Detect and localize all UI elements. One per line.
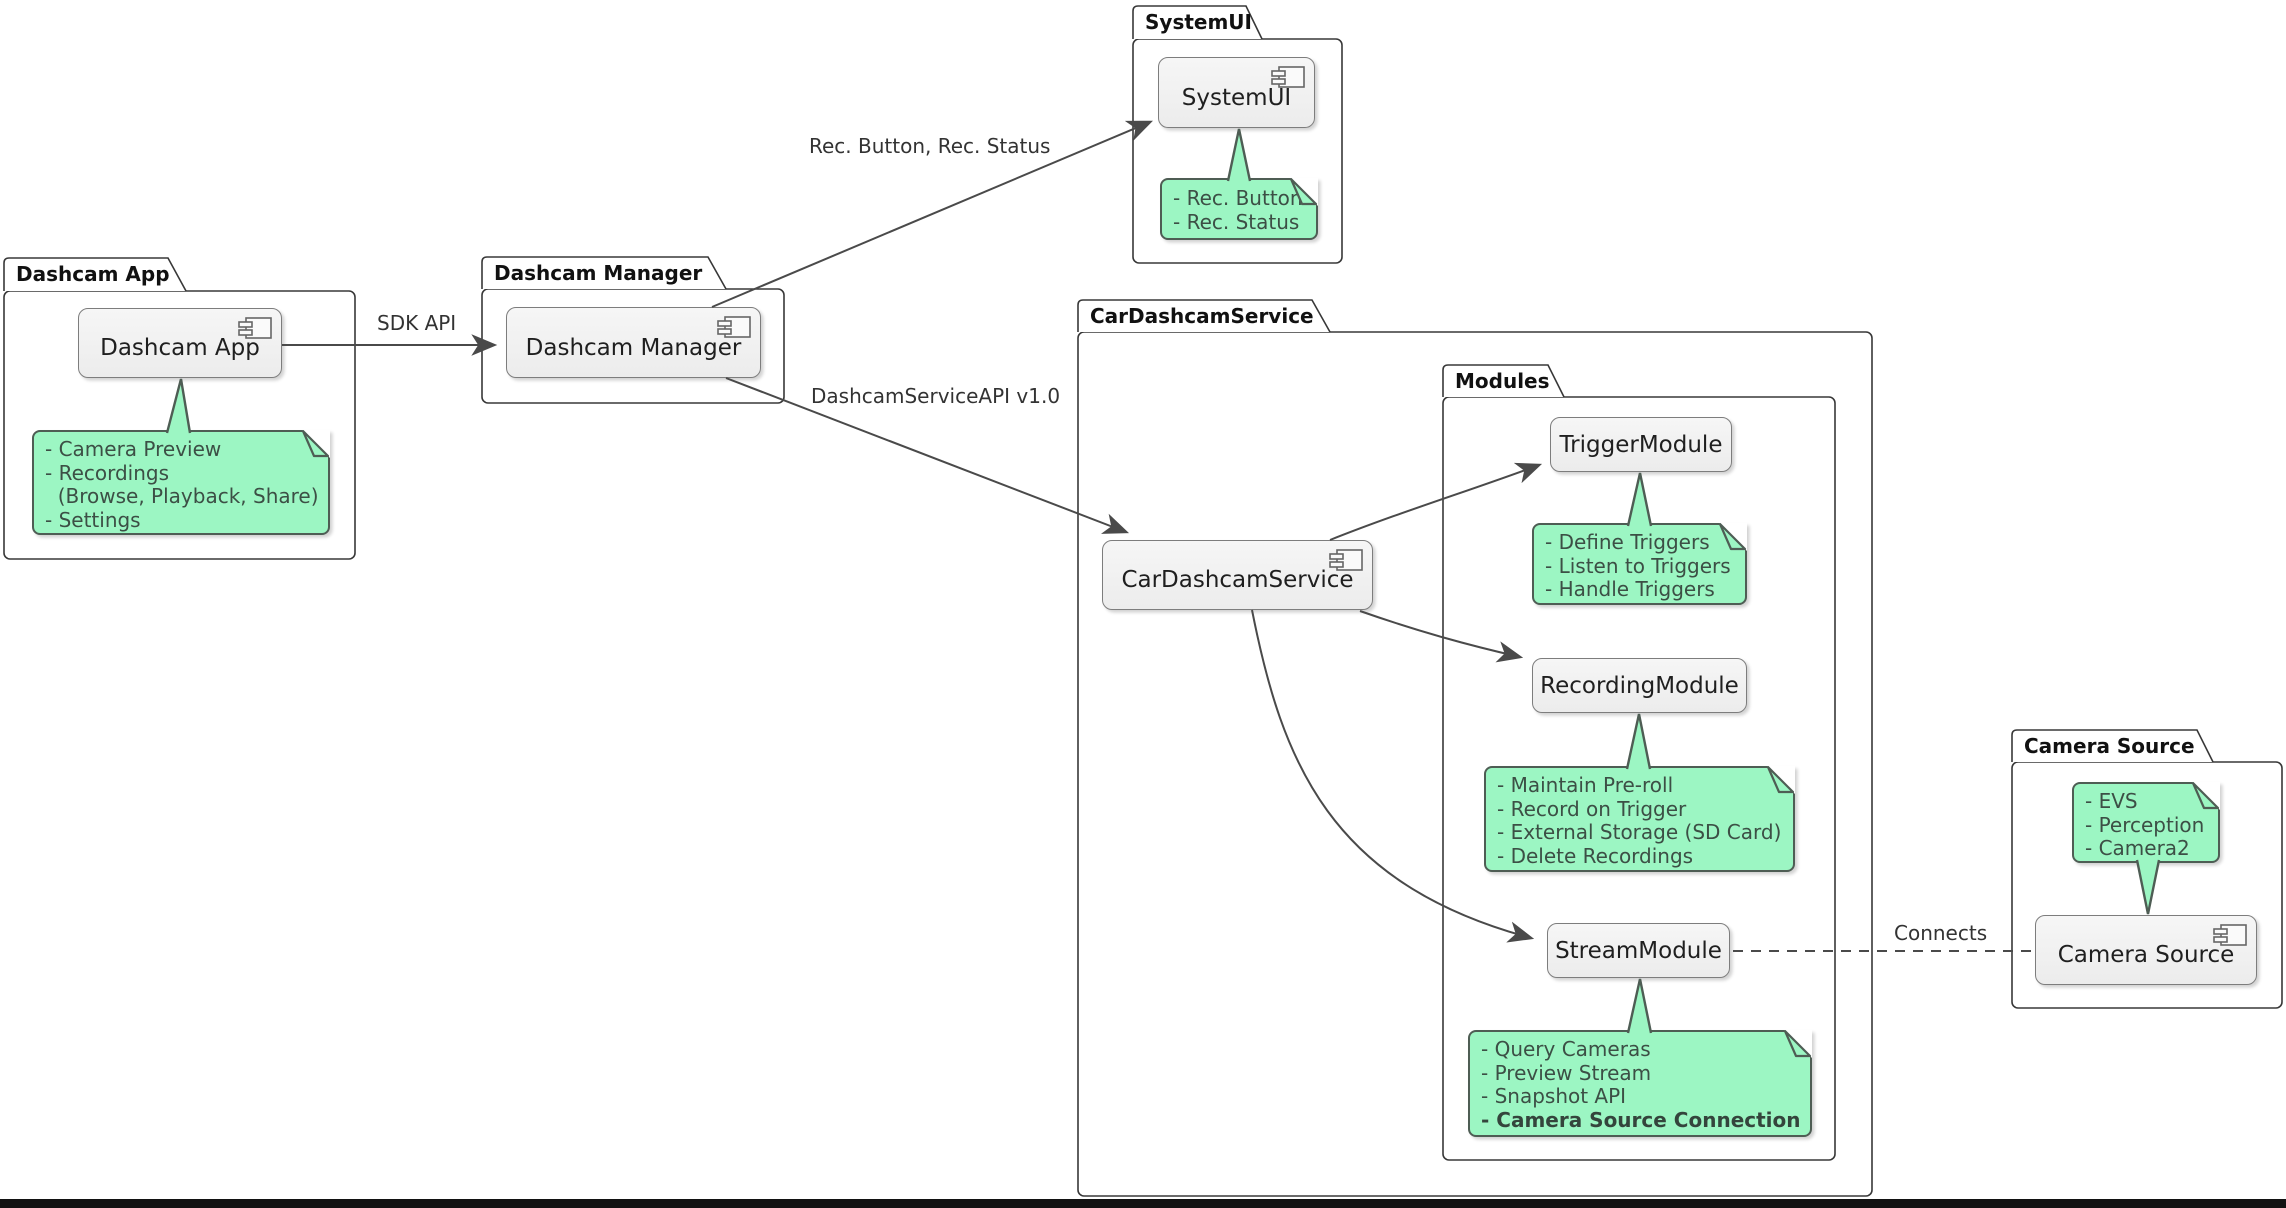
note-stream-module: - Query Cameras - Preview Stream - Snaps… <box>1468 1029 1813 1137</box>
component-icon <box>2213 924 2247 946</box>
package-title-systemui: SystemUI <box>1145 10 1252 34</box>
note-pointer-stream <box>1628 979 1651 1034</box>
component-dashcam-app: Dashcam App <box>78 308 282 378</box>
note-line: - Listen to Triggers <box>1545 553 1731 578</box>
note-line: - Camera2 <box>2085 836 2190 860</box>
note-line: - Camera Preview <box>45 437 222 461</box>
note-dashcam-app: - Camera Preview - Recordings (Browse, P… <box>32 429 331 535</box>
component-icon <box>238 317 272 339</box>
note-line: - Rec. Button <box>1173 186 1303 210</box>
component-trigger-module: TriggerModule <box>1550 417 1732 472</box>
note-line: - Delete Recordings <box>1497 843 1694 868</box>
component-icon <box>717 316 751 338</box>
package-title-dashcam-manager: Dashcam Manager <box>494 261 703 285</box>
note-pointer-outline <box>2135 859 2161 915</box>
component-label: TriggerModule <box>1559 431 1723 458</box>
note-line: - Recordings <box>45 460 170 485</box>
note-pointer-outline <box>1626 978 1653 1034</box>
note-line: - Settings <box>45 507 141 532</box>
note-camera-source: - EVS - Perception - Camera2 <box>2072 781 2221 863</box>
note-recording-module: - Maintain Pre-roll - Record on Trigger … <box>1484 765 1796 872</box>
bottom-bar <box>0 1199 2286 1208</box>
component-icon <box>1329 549 1363 571</box>
note-line: - Record on Trigger <box>1497 796 1687 821</box>
note-line: - Maintain Pre-roll <box>1497 773 1674 797</box>
component-label: StreamModule <box>1555 937 1722 964</box>
note-line: (Browse, Playback, Share) <box>45 484 319 508</box>
note-pointer-dashcam-app <box>167 379 190 434</box>
note-pointer-outline <box>1625 713 1652 770</box>
note-trigger-module: - Define Triggers - Listen to Triggers -… <box>1532 522 1748 605</box>
note-pointer-outline <box>165 378 192 434</box>
note-fold-icon <box>1290 177 1319 206</box>
note-line: - Define Triggers <box>1545 530 1710 554</box>
edge-label-connects: Connects <box>1894 921 1988 945</box>
note-fold-icon <box>1784 1029 1813 1058</box>
note-line: - Query Cameras <box>1481 1037 1651 1061</box>
component-label: CarDashcamService <box>1121 567 1354 593</box>
note-pointer-outline <box>1226 128 1252 182</box>
note-line: - Perception <box>2085 812 2205 837</box>
edge-service-to-recording <box>1359 610 1524 663</box>
component-recording-module: RecordingModule <box>1532 658 1747 713</box>
package-title-camera-source: Camera Source <box>2024 734 2195 758</box>
package-title-modules: Modules <box>1455 369 1550 393</box>
component-label: Dashcam Manager <box>525 334 742 361</box>
package-title-dashcam-app: Dashcam App <box>16 262 170 286</box>
component-camera-source: Camera Source <box>2035 915 2257 985</box>
package-title-car-dashcam-service: CarDashcamService <box>1090 304 1314 328</box>
component-systemui: SystemUI <box>1158 57 1315 128</box>
note-pointer-outline <box>1626 472 1653 527</box>
note-fold-icon <box>2192 781 2221 810</box>
note-line: - External Storage (SD Card) <box>1497 820 1782 844</box>
note-fold-icon <box>1719 522 1748 551</box>
component-dashcam-manager: Dashcam Manager <box>506 307 761 378</box>
edge-label-rec-button: Rec. Button, Rec. Status <box>809 134 1051 158</box>
note-line: - EVS <box>2085 789 2138 813</box>
note-line: - Handle Triggers <box>1545 577 1715 601</box>
component-label: RecordingModule <box>1540 672 1739 699</box>
note-line: - Rec. Status <box>1173 209 1300 234</box>
note-systemui: - Rec. Button - Rec. Status <box>1160 177 1319 240</box>
edge-label-service-api: DashcamServiceAPI v1.0 <box>811 384 1061 408</box>
note-pointer-trigger <box>1628 473 1651 527</box>
component-car-dashcam-service: CarDashcamService <box>1102 540 1373 610</box>
component-label: Camera Source <box>2057 942 2235 968</box>
component-stream-module: StreamModule <box>1547 923 1730 978</box>
note-line-bold: - Camera Source Connection <box>1481 1107 1801 1132</box>
note-line: - Preview Stream <box>1481 1060 1652 1085</box>
edge-service-to-trigger <box>1329 462 1543 541</box>
note-fold-icon <box>1767 765 1796 794</box>
edge-label-sdk-api: SDK API <box>377 311 457 335</box>
note-line: - Snapshot API <box>1481 1084 1627 1108</box>
note-pointer-systemui <box>1228 129 1250 182</box>
note-pointer-camera-source <box>2137 859 2159 914</box>
note-fold-icon <box>302 429 331 458</box>
note-pointer-recording <box>1627 714 1650 770</box>
component-label: Dashcam App <box>100 335 260 361</box>
component-icon <box>1271 66 1305 88</box>
